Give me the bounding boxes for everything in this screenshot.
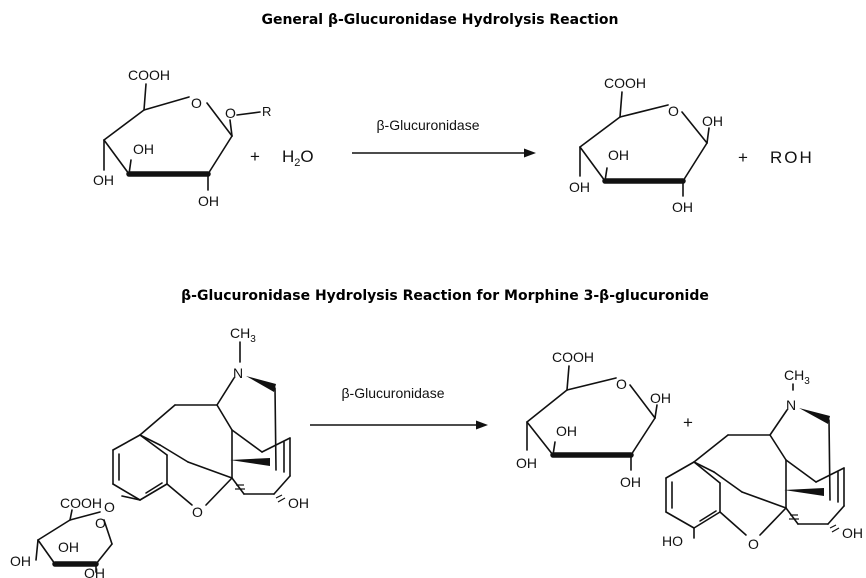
reaction-1-plus-sign: + xyxy=(250,147,260,166)
reaction-2-title: β-Glucuronidase Hydrolysis Reaction for … xyxy=(181,288,709,304)
m3g-sugar-oh-bottom: OH xyxy=(84,565,105,578)
acid-2-ring-oxygen: O xyxy=(616,376,627,392)
acid-2-oh-anomeric: OH xyxy=(650,390,671,406)
m3g-sugar-oh-ring: OH xyxy=(58,539,79,555)
acid-1-oh-ring: OH xyxy=(608,147,629,163)
morphine-3-glucuronide-structure: CH3 N xyxy=(10,325,309,578)
morphine-nitrogen: N xyxy=(786,397,796,413)
m3g-sugar-ring-oxygen: O xyxy=(95,515,106,531)
morphine-methyl-label: CH3 xyxy=(784,367,810,387)
water-molecule: H2O xyxy=(282,147,314,169)
morphine-structure: CH3 N xyxy=(662,367,863,552)
reaction-2-plus-sign: + xyxy=(683,413,693,432)
glucuronide-oh-left: OH xyxy=(93,172,114,188)
reaction-2-arrow xyxy=(310,420,488,430)
acid-1-ring-oxygen: O xyxy=(668,103,679,119)
morphine-ho-c3: HO xyxy=(662,533,683,549)
acid-1-oh-bottom: OH xyxy=(672,199,693,215)
reaction-1-arrow xyxy=(352,148,536,158)
m3g-bridge-oxygen: O xyxy=(192,504,203,520)
m3g-oh-c6: OH xyxy=(288,495,309,511)
glucuronide-glycosidic-oxygen: O xyxy=(225,105,236,121)
glucuronide-oh-ring: OH xyxy=(133,141,154,157)
glucuronide-cooh-label: COOH xyxy=(128,67,170,83)
m3g-methyl-label: CH3 xyxy=(230,325,256,345)
glucuronide-r-group: R xyxy=(262,104,271,119)
m3g-nitrogen: N xyxy=(233,365,243,381)
acid-1-oh-left: OH xyxy=(569,179,590,195)
glucuronide-structure: COOH O O R OH OH OH xyxy=(93,67,271,209)
reaction-1-title: General β-Glucuronidase Hydrolysis React… xyxy=(261,12,618,28)
acid-1-oh-anomeric: OH xyxy=(702,113,723,129)
reaction-2-enzyme-label: β-Glucuronidase xyxy=(342,385,445,401)
product-roh: ROH xyxy=(770,148,814,167)
glucuronide-oh-bottom: OH xyxy=(198,193,219,209)
reaction-1: General β-Glucuronidase Hydrolysis React… xyxy=(93,12,814,215)
acid-2-oh-bottom: OH xyxy=(620,474,641,490)
acid-1-cooh-label: COOH xyxy=(604,75,646,91)
m3g-sugar-cooh: COOH xyxy=(60,495,102,511)
reaction-1-enzyme-label: β-Glucuronidase xyxy=(377,117,480,133)
m3g-link-oxygen: O xyxy=(104,499,115,515)
reaction-1-plus-sign-2: + xyxy=(738,148,748,167)
morphine-oh-c6: OH xyxy=(842,525,863,541)
reaction-2: β-Glucuronidase Hydrolysis Reaction for … xyxy=(10,288,863,578)
m3g-sugar-oh-left: OH xyxy=(10,553,31,569)
acid-2-oh-ring: OH xyxy=(556,423,577,439)
glucuronide-ring-oxygen: O xyxy=(191,95,202,111)
morphine-bridge-oxygen: O xyxy=(748,536,759,552)
acid-2-oh-left: OH xyxy=(516,455,537,471)
acid-2-cooh-label: COOH xyxy=(552,349,594,365)
glucuronic-acid-structure-1: COOH O OH OH OH OH xyxy=(569,75,723,215)
glucuronic-acid-structure-2: COOH O OH OH OH OH xyxy=(516,349,671,490)
